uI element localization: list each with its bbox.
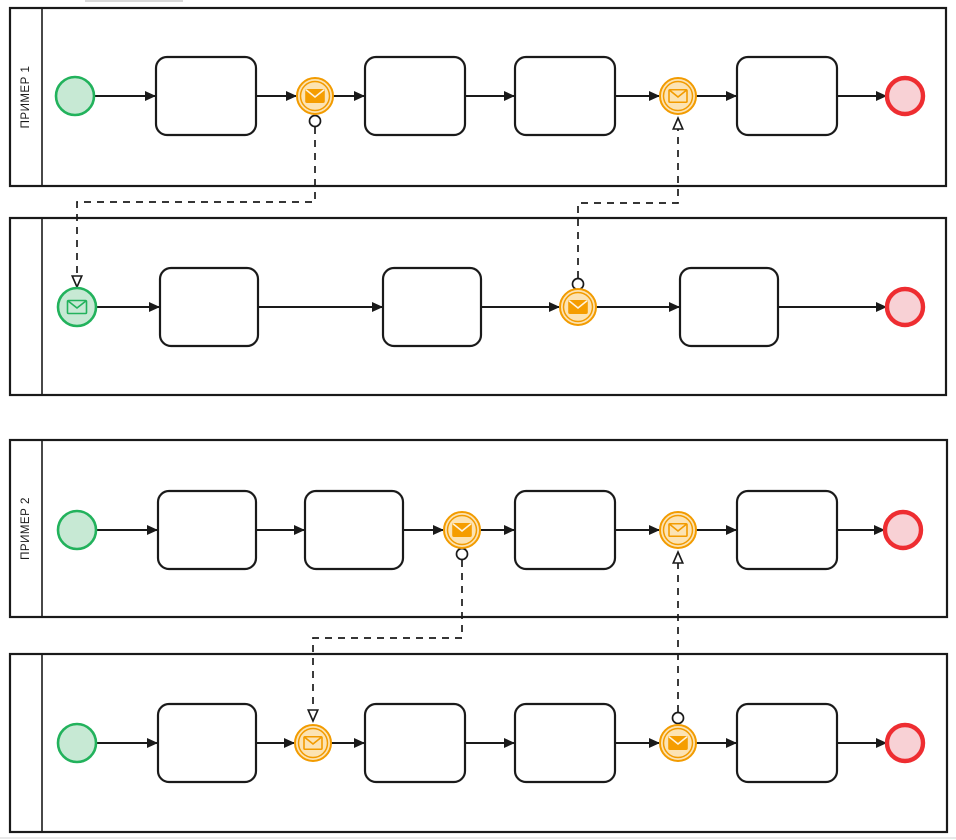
task[interactable]: [156, 489, 258, 571]
end-event[interactable]: [884, 722, 926, 764]
message-throw-event[interactable]: [559, 288, 597, 326]
task[interactable]: [513, 702, 617, 784]
task[interactable]: [513, 489, 617, 571]
message-flow[interactable]: [671, 549, 685, 725]
message-flow-line[interactable]: [76, 127, 316, 276]
message-flow[interactable]: [306, 547, 469, 724]
envelope-flap: [67, 299, 87, 310]
pool-border[interactable]: [8, 6, 948, 188]
message-flow-start-marker: [455, 547, 469, 561]
message-flow-start-marker: [308, 114, 322, 128]
task[interactable]: [735, 55, 839, 137]
message-flow-arrowhead: [306, 709, 320, 724]
message-catch-event[interactable]: [659, 511, 697, 549]
envelope-flap: [568, 300, 588, 310]
pool-label: ПРИМЕР 1: [20, 66, 32, 129]
end-event[interactable]: [884, 75, 926, 117]
message-throw-event[interactable]: [296, 77, 334, 115]
pool-p4[interactable]: [8, 652, 949, 834]
envelope-flap: [305, 89, 325, 99]
message-flow[interactable]: [571, 115, 685, 291]
task[interactable]: [303, 489, 405, 571]
envelope-flap: [668, 89, 688, 99]
message-flow-arrowhead: [70, 275, 84, 290]
envelope-flap: [668, 523, 688, 533]
task[interactable]: [363, 702, 467, 784]
pool-border[interactable]: [8, 216, 948, 397]
message-flow-line[interactable]: [577, 129, 679, 278]
task[interactable]: [735, 702, 839, 784]
task[interactable]: [158, 266, 260, 348]
message-throw-event[interactable]: [443, 511, 481, 549]
task[interactable]: [156, 702, 258, 784]
end-event[interactable]: [884, 286, 926, 328]
start-event[interactable]: [54, 75, 96, 117]
envelope-flap: [303, 736, 323, 746]
pool-label: ПРИМЕР 2: [20, 497, 32, 560]
message-flow[interactable]: [70, 114, 322, 290]
message-flow-arrowhead: [671, 549, 685, 564]
message-flow-start-marker: [571, 277, 585, 291]
task[interactable]: [513, 55, 617, 137]
end-event[interactable]: [882, 509, 924, 551]
message-catch-event[interactable]: [659, 77, 697, 115]
task[interactable]: [381, 266, 483, 348]
pool-пример-1[interactable]: ПРИМЕР 1: [8, 6, 948, 188]
pool-border[interactable]: [8, 438, 949, 619]
task[interactable]: [678, 266, 780, 348]
pool-border[interactable]: [8, 652, 949, 834]
start-event[interactable]: [56, 509, 98, 551]
envelope-flap: [668, 736, 688, 746]
message-throw-event[interactable]: [659, 724, 697, 762]
envelope-flap: [452, 523, 472, 533]
start-event[interactable]: [56, 722, 98, 764]
message-flow-line[interactable]: [312, 560, 463, 710]
message-catch-event[interactable]: [294, 724, 332, 762]
task[interactable]: [363, 55, 467, 137]
message-flow-arrowhead: [671, 115, 685, 130]
message-start-event[interactable]: [56, 286, 98, 328]
task[interactable]: [735, 489, 839, 571]
pool-пример-2[interactable]: ПРИМЕР 2: [8, 438, 949, 619]
message-flow-start-marker: [671, 711, 685, 725]
task[interactable]: [154, 55, 258, 137]
pool-p2[interactable]: [8, 216, 948, 397]
